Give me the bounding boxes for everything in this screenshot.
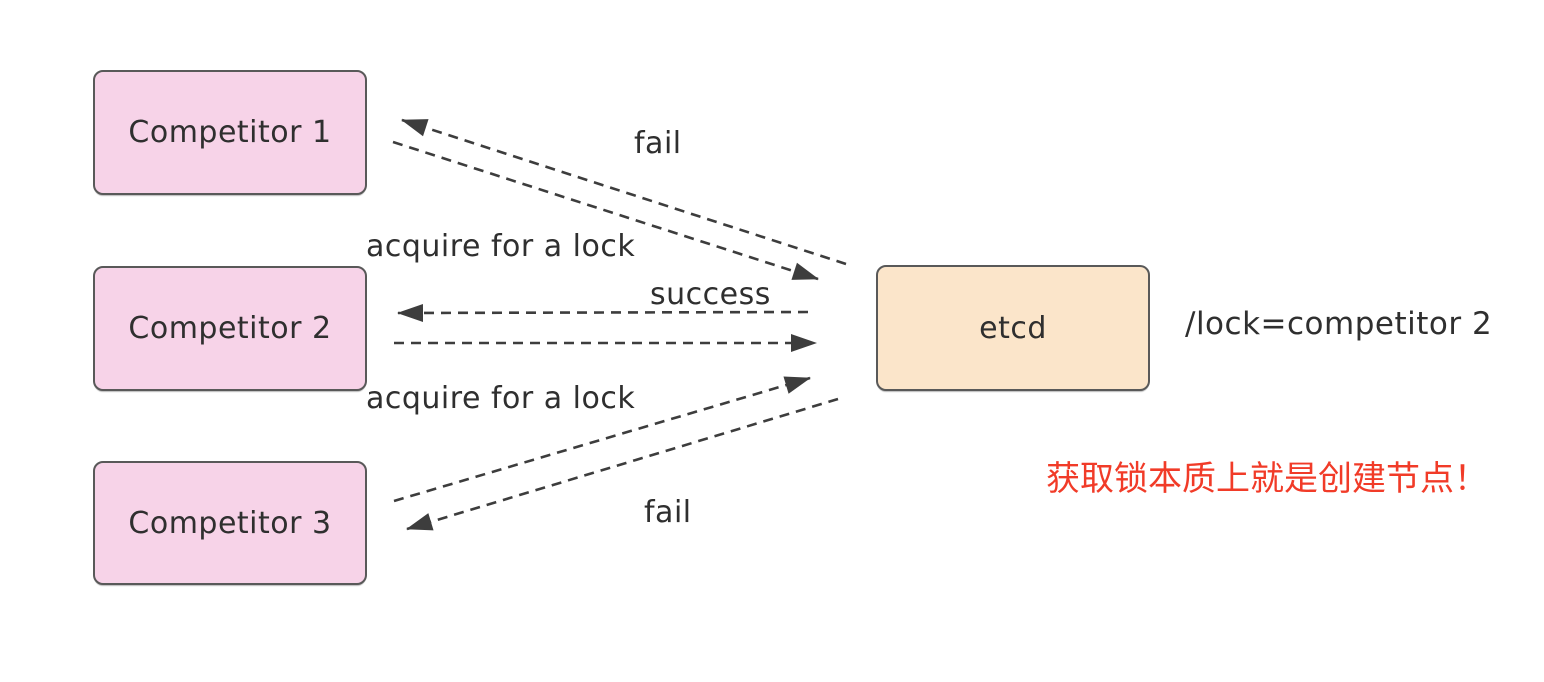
node-competitor-2-label: Competitor 2 xyxy=(128,311,332,346)
node-competitor-1: Competitor 1 xyxy=(93,70,367,195)
note-annotation: 获取锁本质上就是创建节点！ xyxy=(1046,459,1488,499)
edge-label-fail-top: fail xyxy=(634,126,682,161)
node-competitor-2: Competitor 2 xyxy=(93,266,367,391)
edge-etcd-success-competitor2-arrow xyxy=(397,303,809,322)
node-competitor-1-label: Competitor 1 xyxy=(128,115,332,150)
edge-label-acquire-top: acquire for a lock xyxy=(366,229,636,264)
edge-etcd-fail-competitor3-arrow xyxy=(406,397,839,531)
edge-label-acquire-mid: acquire for a lock xyxy=(366,381,636,416)
node-etcd: etcd xyxy=(876,265,1150,391)
node-competitor-3: Competitor 3 xyxy=(93,461,367,585)
lock-key-annotation: /lock=competitor 2 xyxy=(1185,306,1493,342)
edge-label-success: success xyxy=(650,277,771,312)
edge-label-fail-bottom: fail xyxy=(644,495,692,530)
node-etcd-label: etcd xyxy=(979,310,1047,346)
node-competitor-3-label: Competitor 3 xyxy=(128,505,332,541)
